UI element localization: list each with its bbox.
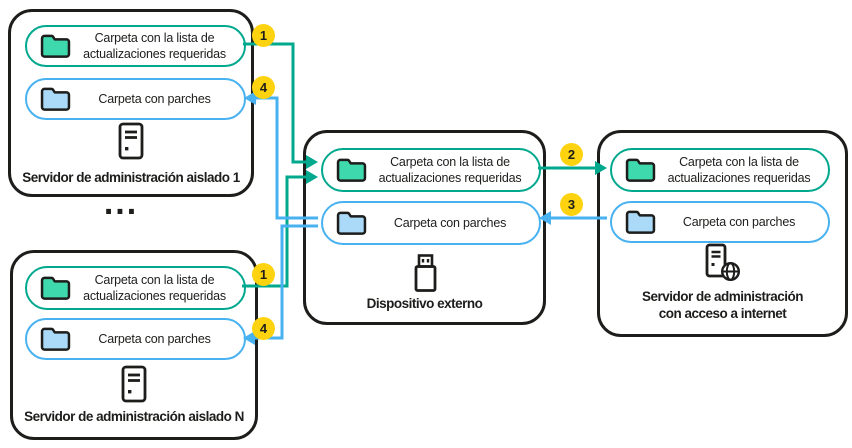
pill-updates-folder-internet: Carpeta con la lista de actualizaciones … xyxy=(610,148,830,192)
folder-icon xyxy=(336,211,367,235)
updates-folder-label: Carpeta con la lista de actualizaciones … xyxy=(83,272,226,303)
step-badge-1-serverN: 1 xyxy=(252,263,275,286)
updates-folder-label: Carpeta con la lista de actualizaciones … xyxy=(83,30,226,61)
folder-icon xyxy=(40,87,71,111)
pill-updates-folder-external: Carpeta con la lista de actualizaciones … xyxy=(321,148,541,192)
pill-updates-folder-serverN: Carpeta con la lista de actualizaciones … xyxy=(25,266,246,310)
folder-icon xyxy=(336,158,367,182)
step-badge-1-server1: 1 xyxy=(252,24,275,47)
pill-patches-folder-serverN: Carpeta con parches xyxy=(25,318,246,360)
pill-updates-folder-server1: Carpeta con la lista de actualizaciones … xyxy=(25,25,246,67)
folder-icon xyxy=(625,158,656,182)
pill-patches-folder-server1: Carpeta con parches xyxy=(25,78,246,120)
patches-folder-label: Carpeta con parches xyxy=(682,214,796,229)
folder-icon xyxy=(40,276,71,300)
pill-patches-folder-internet: Carpeta con parches xyxy=(610,201,830,243)
patches-folder-label: Carpeta con parches xyxy=(98,91,211,106)
server-tower-icon xyxy=(121,365,147,403)
step-badge-4-server1: 4 xyxy=(252,76,275,99)
folder-icon xyxy=(625,210,656,234)
box-title-external: Dispositivo externo xyxy=(366,296,483,311)
box-isolated-server-1: Carpeta con la lista de actualizaciones … xyxy=(8,9,254,197)
updates-folder-label: Carpeta con la lista de actualizaciones … xyxy=(667,154,811,185)
folder-icon xyxy=(40,327,71,351)
step-badge-3: 3 xyxy=(560,193,583,216)
updates-folder-label: Carpeta con la lista de actualizaciones … xyxy=(378,154,522,185)
box-external-device: Carpeta con la lista de actualizaciones … xyxy=(303,130,546,325)
step-badge-2: 2 xyxy=(560,143,583,166)
box-isolated-server-n: Carpeta con la lista de actualizaciones … xyxy=(10,250,258,440)
more-servers-ellipsis: ... xyxy=(103,184,139,222)
pill-patches-folder-external: Carpeta con parches xyxy=(321,201,541,245)
box-title-serverN: Servidor de administración aislado N xyxy=(24,409,244,424)
patches-folder-label: Carpeta con parches xyxy=(393,215,507,230)
box-internet-server: Carpeta con la lista de actualizaciones … xyxy=(597,130,848,337)
patches-folder-label: Carpeta con parches xyxy=(98,331,211,346)
box-title-server1: Servidor de administración aislado 1 xyxy=(22,170,240,185)
step-badge-4-serverN: 4 xyxy=(252,317,275,340)
server-globe-icon xyxy=(705,243,740,282)
usb-drive-icon xyxy=(414,254,436,292)
server-tower-icon xyxy=(118,122,144,160)
box-title-internet: Servidor de administración con acceso a … xyxy=(641,289,804,322)
folder-icon xyxy=(40,34,71,58)
